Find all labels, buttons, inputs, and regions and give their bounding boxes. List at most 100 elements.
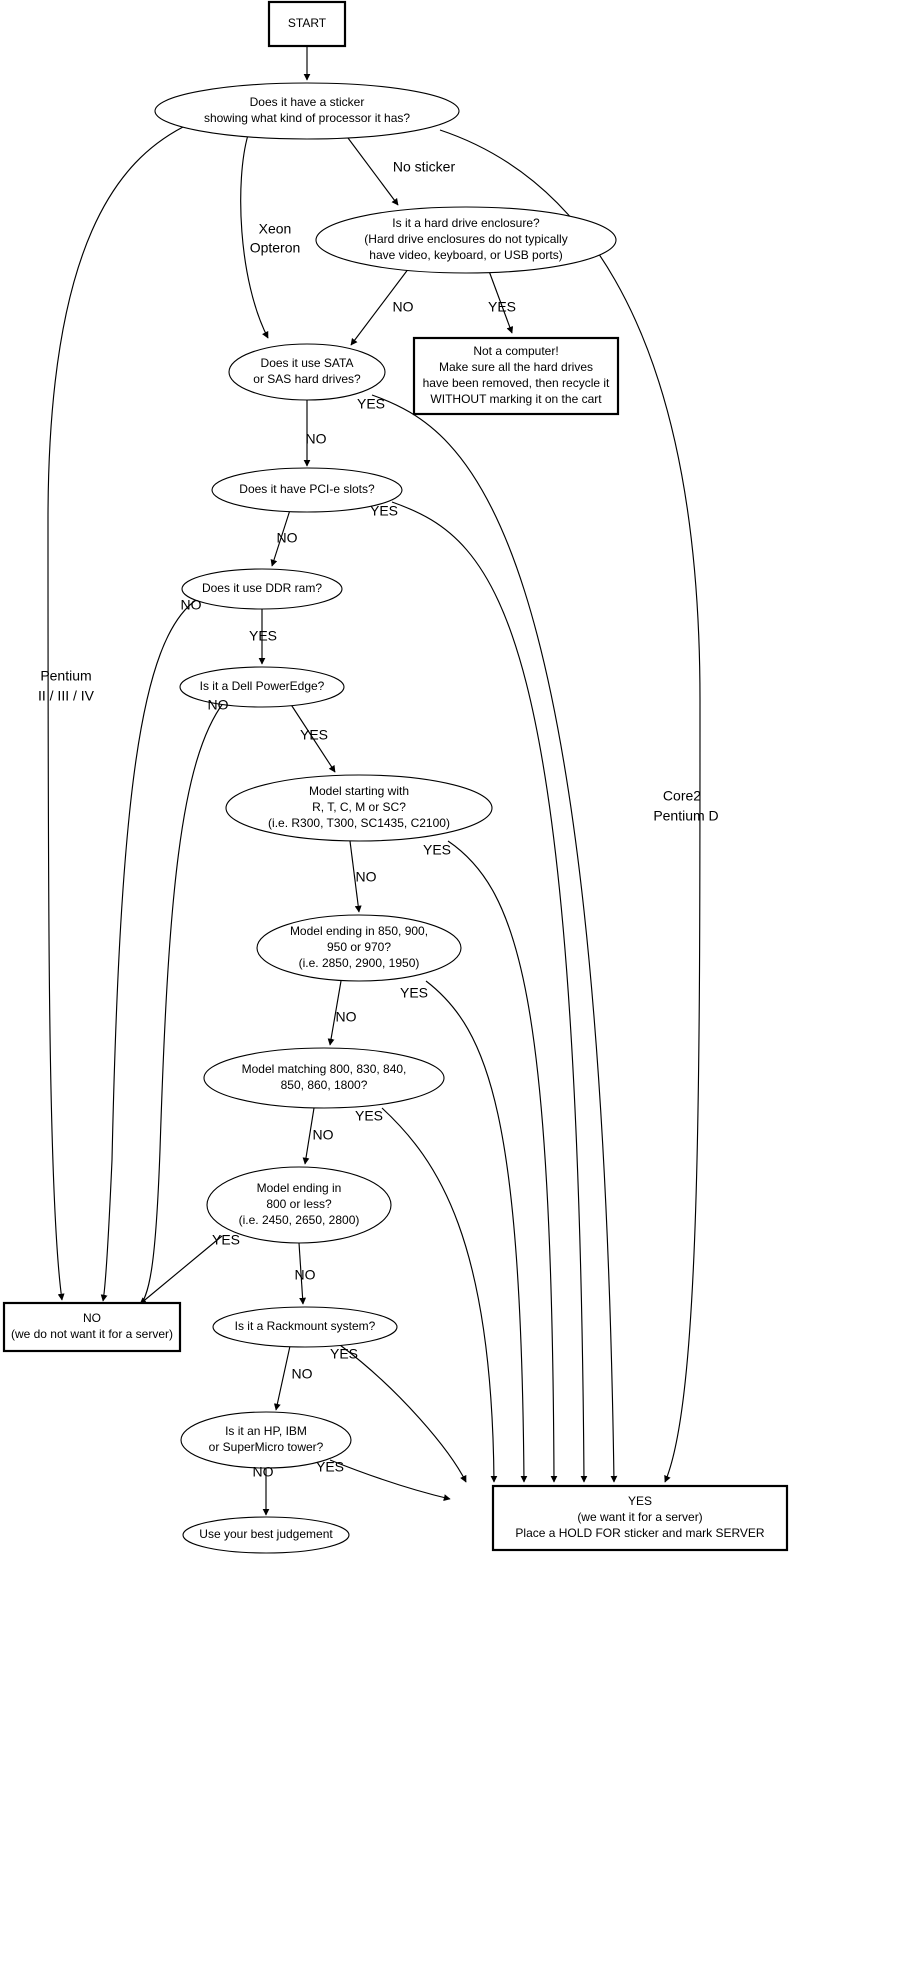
flow-edge (349, 840, 362, 913)
edge-label: No sticker (393, 159, 456, 175)
node-label-line: YES (628, 1494, 652, 1508)
node-poweredge: Is it a Dell PowerEdge? (179, 666, 345, 708)
node-label-line: have been removed, then recycle it (423, 376, 610, 390)
node-label-line: Place a HOLD FOR sticker and mark SERVER (515, 1526, 765, 1540)
node-label-line: NO (83, 1311, 101, 1325)
node-judgement: Use your best judgement (182, 1516, 350, 1554)
node-label-line: (we do not want it for a server) (11, 1327, 173, 1341)
edge-label: NO (306, 431, 327, 447)
edge-label: YES (400, 985, 428, 1001)
node-rackmount: Is it a Rackmount system? (212, 1306, 398, 1348)
node-modelmatch: Model matching 800, 830, 840, 850, 860, 1… (203, 1047, 445, 1109)
edge-label: Pentium (40, 668, 91, 684)
node-label-line: Is it a Rackmount system? (235, 1319, 376, 1333)
node-label-line: Make sure all the hard drives (439, 360, 593, 374)
flow-edge (47, 126, 184, 1301)
flow-edge (136, 701, 225, 1309)
node-ellipse (179, 666, 345, 708)
node-ellipse (206, 1166, 392, 1244)
node-box (412, 336, 620, 416)
node-box (267, 0, 347, 48)
node-box (2, 1301, 182, 1353)
edges-layer (47, 46, 701, 1516)
node-enclosure: Is it a hard drive enclosure?(Hard drive… (315, 206, 617, 274)
node-ellipse (225, 774, 493, 842)
edge-label: Core2 (663, 788, 701, 804)
node-ellipse (256, 914, 462, 982)
flow-edge (439, 129, 701, 1483)
flow-edge (381, 1107, 498, 1483)
node-label-line: Model matching 800, 830, 840, (242, 1062, 407, 1076)
flow-edge (100, 599, 197, 1302)
node-label-line: WITHOUT marking it on the cart (430, 392, 602, 406)
edge-label: NO (181, 597, 202, 613)
node-pcie: Does it have PCI-e slots? (211, 467, 403, 513)
edge-label: II / III / IV (38, 688, 95, 704)
node-ellipse (154, 82, 460, 140)
node-modelstart: Model starting with R, T, C, M or SC? (i.e… (225, 774, 493, 842)
node-label-line: (we want it for a server) (577, 1510, 702, 1524)
edge-label: NO (356, 869, 377, 885)
node-label-line: Model starting with (309, 784, 409, 798)
flow-edge (273, 1345, 291, 1411)
edge-label: Opteron (250, 240, 301, 256)
node-accept: YES (we want it for a server) Place a HOLD… (491, 1484, 789, 1552)
node-label-line: or SAS hard drives? (253, 372, 361, 386)
node-ellipse (211, 467, 403, 513)
edge-label: YES (330, 1346, 358, 1362)
flow-edge (371, 394, 618, 1483)
node-label-line: Model ending in 850, 900, (290, 924, 428, 938)
node-ellipse (203, 1047, 445, 1109)
node-label-line: START (288, 16, 327, 30)
flow-edge (447, 840, 558, 1483)
node-label-line: 800 or less? (266, 1197, 332, 1211)
node-label-line: Does it have a sticker (250, 95, 365, 109)
edge-label: Pentium D (653, 808, 718, 824)
node-ellipse (315, 206, 617, 274)
node-label-line: (Hard drive enclosures do not typically (364, 232, 567, 246)
node-label-line: R, T, C, M or SC? (312, 800, 406, 814)
node-label-line: Not a computer! (473, 344, 558, 358)
edge-label: YES (212, 1232, 240, 1248)
node-modelend950: Model ending in 850, 900,950 or 970?(i.e… (256, 914, 462, 982)
flow-edge (339, 1344, 467, 1483)
edge-label: NO (208, 697, 229, 713)
edge-label: NO (277, 530, 298, 546)
node-ellipse (180, 1411, 352, 1469)
node-label-line: Does it have PCI-e slots? (239, 482, 375, 496)
edge-label: NO (313, 1127, 334, 1143)
node-box (491, 1484, 789, 1552)
flow-edge (425, 980, 528, 1483)
node-label-line: 850, 860, 1800? (281, 1078, 368, 1092)
edge-label: NO (253, 1464, 274, 1480)
flow-edge (289, 702, 336, 773)
node-label-line: (i.e. R300, T300, SC1435, C2100) (268, 816, 450, 830)
node-ellipse (228, 343, 386, 401)
node-ellipse (181, 568, 343, 610)
node-ellipse (212, 1306, 398, 1348)
node-label-line: Model ending in (257, 1181, 342, 1195)
edge-label: YES (300, 727, 328, 743)
edge-label: NO (393, 299, 414, 315)
edge-label: YES (316, 1459, 344, 1475)
node-ellipse (182, 1516, 350, 1554)
node-label-line: Does it use DDR ram? (202, 581, 322, 595)
edge-label: NO (295, 1267, 316, 1283)
node-modelend800: Model ending in 800 or less? (i.e. 2450, 2… (206, 1166, 392, 1244)
node-label-line: or SuperMicro tower? (209, 1440, 324, 1454)
node-label-line: (i.e. 2850, 2900, 1950) (299, 956, 420, 970)
edge-label: YES (423, 842, 451, 858)
node-hptower: Is it an HP, IBM or SuperMicro tower? (180, 1411, 352, 1469)
node-label-line: showing what kind of processor it has? (204, 111, 410, 125)
flow-edge (350, 267, 410, 346)
flow-edge (329, 1459, 451, 1501)
node-label-line: Is it an HP, IBM (225, 1424, 307, 1438)
node-label-line: (i.e. 2450, 2650, 2800) (239, 1213, 360, 1227)
edge-label: NO (292, 1366, 313, 1382)
flow-edge (139, 1235, 223, 1305)
flow-edge (302, 1107, 315, 1165)
edge-label: YES (357, 396, 385, 412)
node-reject: NO (we do not want it for a server) (2, 1301, 182, 1353)
